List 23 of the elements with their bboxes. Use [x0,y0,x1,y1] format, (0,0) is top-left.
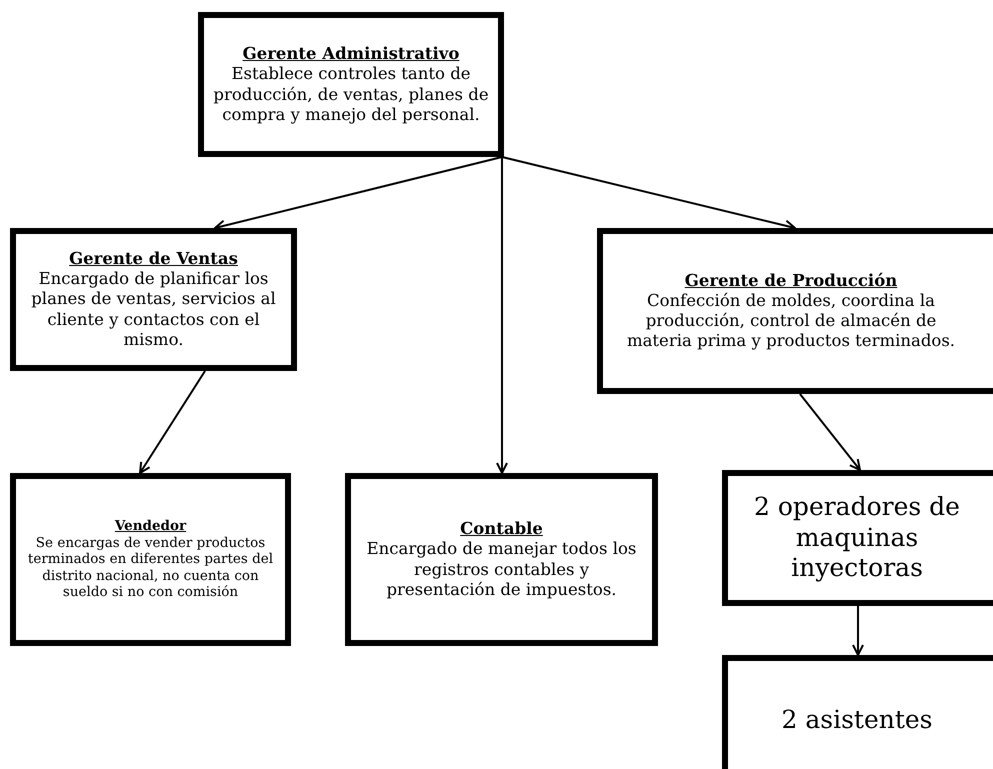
arrow [852,606,864,656]
role-description: 2 asistentes [781,704,933,736]
role-description: 2 operadores de maquinas inyectoras [753,492,961,584]
role-box [597,228,993,394]
role-description: Establece controles tanto de producción, de ventas, planes de compra y manejo del personal. [212,64,490,125]
role-box [10,228,297,371]
role-description: Encargado de manejar todos los registros contables y presentación de impuestos. [366,539,638,600]
role-title: Contable [460,519,543,540]
role-box [198,12,504,157]
role-box [10,473,291,646]
role-description: Encargado de planificar los planes de ventas, servicios al cliente y contactos con el mismo. [30,269,277,350]
role-description: Se encargas de vender productos terminados en diferentes partes del distrito nacional, no cuenta con sueldo si no con comisión [26,534,274,601]
arrow [799,393,861,471]
role-box [722,655,993,769]
role-title: Gerente de Ventas [69,249,238,270]
role-description: Confección de moldes, coordina la producción, control de almacén de materia prima y productos terminados. [626,290,956,352]
arrow [496,157,508,474]
role-box [722,470,993,606]
role-title: Vendedor [114,518,186,535]
role-box [345,473,658,646]
role-title: Gerente Administrativo [242,44,460,64]
arrow [139,370,206,474]
role-title: Gerente de Producción [684,270,898,291]
